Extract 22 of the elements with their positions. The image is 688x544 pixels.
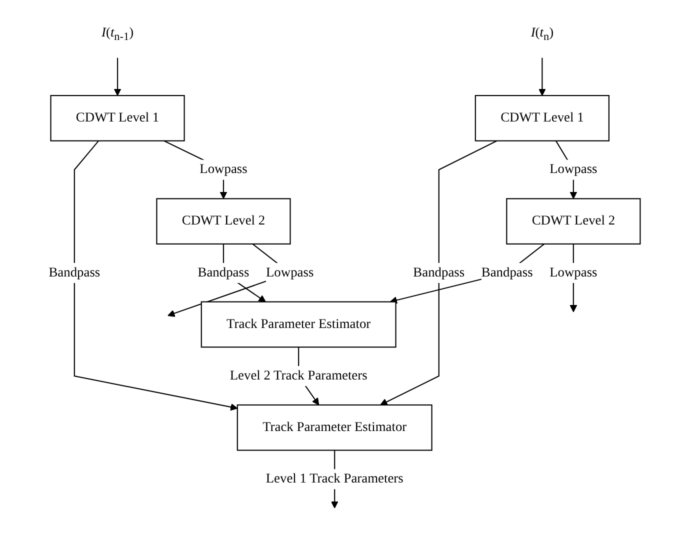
edge-label: Bandpass (412, 265, 464, 280)
arrow (380, 140, 497, 406)
edge-label: Lowpass (266, 265, 314, 280)
edge-label: Lowpass (549, 265, 597, 280)
node-box: CDWT Level 1 (50, 95, 184, 142)
edge-label: Level 2 Track Parameters (229, 368, 367, 383)
edge-label: Level 1 Track Parameters (265, 472, 403, 486)
edge-label: Bandpass (480, 265, 532, 280)
edge-label: Lowpass (199, 162, 247, 176)
node-box: CDWT Level 2 (156, 198, 290, 245)
arrow (113, 58, 121, 96)
node-box: Track Parameter Estimator (200, 301, 396, 348)
node-box: CDWT Level 1 (474, 95, 610, 142)
arrow (389, 244, 544, 304)
edge-label: Lowpass (549, 162, 597, 176)
arrow (538, 58, 546, 96)
node-text: I(t$_{n-1}$) (101, 26, 134, 43)
node-box: CDWT Level 2 (506, 198, 640, 245)
node-box: Track Parameter Estimator (236, 404, 432, 451)
edge-label: Bandpass (48, 265, 100, 280)
edge-label: Bandpass (197, 265, 249, 280)
node-text: I(t$_{n}$) (530, 26, 554, 43)
